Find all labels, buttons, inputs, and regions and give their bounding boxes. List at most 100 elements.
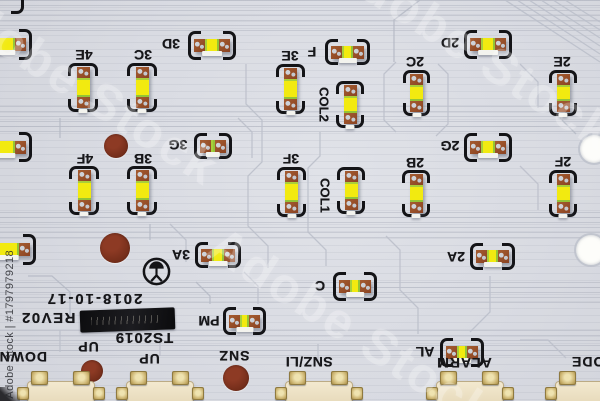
silkscreen-bracket xyxy=(357,39,370,65)
switch-side-tab xyxy=(426,387,438,400)
switch-pin xyxy=(289,371,306,385)
switch-side-tab xyxy=(93,387,105,400)
trace-band-1 xyxy=(0,0,600,34)
led-footprint-edge xyxy=(0,0,24,14)
switch-pin xyxy=(482,371,499,385)
led-die xyxy=(211,139,215,153)
led-pad xyxy=(284,99,297,110)
led-label-F: F xyxy=(307,44,317,60)
led-pad xyxy=(476,250,487,263)
led-pad xyxy=(135,97,149,108)
led-label-2C: 2C xyxy=(406,54,424,70)
led-pad xyxy=(446,346,457,359)
led-footprint-PM xyxy=(223,307,266,335)
led-footprint-edge xyxy=(0,132,32,162)
silkscreen-bracket xyxy=(194,133,207,159)
led-label-COL1: COL1 xyxy=(317,178,333,213)
switch-pin xyxy=(440,371,457,385)
smd-led xyxy=(0,243,30,256)
led-pad xyxy=(409,174,423,185)
led-pad xyxy=(409,202,423,213)
smd-led xyxy=(331,45,364,59)
silkscreen-bracket xyxy=(402,170,430,183)
led-footprint-COL1 xyxy=(337,167,365,214)
silkscreen-bracket xyxy=(337,167,365,180)
led-pad xyxy=(200,139,211,153)
silkscreen-bracket xyxy=(19,132,32,162)
led-label-PM: PM xyxy=(198,313,220,329)
led-label-3E: 3E xyxy=(281,48,299,64)
tactile-switch xyxy=(275,369,363,401)
led-pad xyxy=(76,67,90,78)
silkscreen-bracket xyxy=(195,242,208,268)
silk-text-revision: REV02 xyxy=(20,309,76,326)
led-label-2D: 2D xyxy=(441,35,459,51)
led-die xyxy=(77,181,91,200)
silkscreen-bracket xyxy=(277,167,306,180)
led-pad xyxy=(495,38,506,51)
tactile-switch xyxy=(426,369,514,401)
smd-led xyxy=(344,171,358,210)
led-die xyxy=(457,346,467,359)
silkscreen-bracket xyxy=(471,338,484,367)
silkscreen-bracket xyxy=(470,243,483,270)
silkscreen-bracket xyxy=(440,338,453,367)
silkscreen-bracket xyxy=(68,63,98,76)
led-pad xyxy=(470,141,481,154)
silk-text-btn-mode: MODE xyxy=(571,354,600,370)
smd-led xyxy=(556,74,570,112)
led-die xyxy=(135,181,149,200)
led-die xyxy=(350,280,360,293)
switch-side-tab xyxy=(192,387,204,400)
smd-led xyxy=(446,346,478,359)
led-die xyxy=(487,250,498,263)
led-label-COL2: COL2 xyxy=(316,87,332,122)
board-edge-shadow xyxy=(0,387,20,401)
led-pad xyxy=(249,314,260,328)
led-pad xyxy=(344,199,358,210)
switch-side-tab xyxy=(502,387,514,400)
led-pad xyxy=(229,314,240,328)
switch-side-tab xyxy=(351,387,363,400)
led-label-C: C xyxy=(314,278,326,294)
led-footprint-4F xyxy=(69,166,99,215)
led-pad xyxy=(498,250,509,263)
mounting-hole xyxy=(576,235,600,265)
led-footprint-edge xyxy=(0,29,32,60)
led-label-3B: 3B xyxy=(134,151,152,167)
led-label-2A: 2A xyxy=(447,249,465,265)
led-footprint-3A xyxy=(195,242,241,268)
smd-led xyxy=(200,139,226,153)
led-footprint-C xyxy=(333,272,377,301)
led-footprint-2D xyxy=(464,30,512,59)
silk-text-btn-snz-li: SNZ/LI xyxy=(285,354,333,370)
silkscreen-bracket xyxy=(69,166,99,179)
led-pad xyxy=(219,39,230,52)
smd-led xyxy=(0,140,26,154)
led-die xyxy=(556,185,570,202)
led-label-2F: 2F xyxy=(554,154,572,170)
silkscreen-bracket xyxy=(223,31,236,60)
via-hole xyxy=(100,233,130,263)
silkscreen-bracket xyxy=(403,70,430,83)
led-pad xyxy=(201,248,212,262)
silkscreen-bracket xyxy=(333,272,346,301)
silkscreen-bracket xyxy=(188,31,201,60)
led-pad xyxy=(467,346,478,359)
led-die xyxy=(76,78,90,97)
smd-led xyxy=(343,85,357,124)
led-pad xyxy=(556,202,570,213)
led-pad xyxy=(285,202,298,213)
marking-sticker xyxy=(79,307,176,333)
via-hole xyxy=(104,134,128,158)
adobe-stock-watermark: Adobe Stock xyxy=(0,0,230,197)
led-pad xyxy=(77,200,91,211)
switch-pin xyxy=(172,371,189,385)
led-label-2G: 2G xyxy=(440,138,460,154)
led-label-3D: 3D xyxy=(162,36,180,52)
silkscreen-bracket xyxy=(253,307,266,335)
smd-led xyxy=(284,68,297,110)
led-pad xyxy=(470,38,481,51)
smd-led xyxy=(470,141,506,154)
led-label-4E: 4E xyxy=(75,47,93,63)
